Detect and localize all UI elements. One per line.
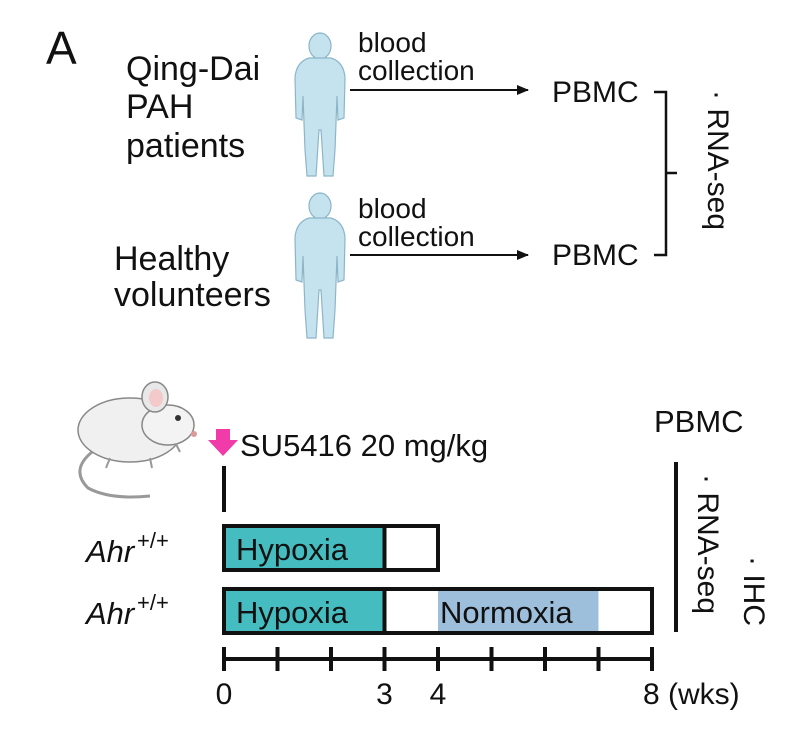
svg-text:Ahr: Ahr <box>84 596 136 631</box>
group-qingdai-label: Qing-Dai PAH patients <box>126 50 260 165</box>
rna-seq-label: · RNA-seq <box>701 90 734 230</box>
person-icon <box>294 32 346 177</box>
group1-line-1: Qing-Dai <box>126 50 260 88</box>
pbmc-label-2: PBMC <box>552 239 639 272</box>
tick-label: 3 <box>376 678 393 711</box>
group1-line-2: PAH <box>126 88 193 126</box>
injection-arrow-icon <box>208 429 238 456</box>
tick-label: 0 <box>216 678 233 711</box>
row2-hypoxia-segment <box>224 589 385 633</box>
mouse-pbmc-label: PBMC <box>654 404 744 439</box>
analysis-label-ihc: · IHC <box>737 556 770 626</box>
group2-line-2: volunteers <box>114 276 271 314</box>
pbmc-label-1: PBMC <box>552 76 639 109</box>
row1-frame <box>222 524 440 572</box>
row2-normoxia-segment <box>438 589 599 633</box>
row2-hypoxia-label: Hypoxia <box>236 595 349 630</box>
arrow2-label-line-1: blood <box>358 193 427 224</box>
row2-frame <box>222 587 654 635</box>
rna-seq-bracket <box>654 90 677 257</box>
svg-text:+/+: +/+ <box>137 528 169 553</box>
arrow1-label-line-1: blood <box>358 27 427 58</box>
genotype-label-row1: Ahr +/+ <box>84 528 169 569</box>
row1-timeline: Hypoxia <box>222 524 440 572</box>
tick-label-end: 8 (wks) <box>643 678 740 711</box>
group-healthy-label: Healthy volunteers <box>114 240 271 314</box>
arrow2-label-line-2: collection <box>358 221 475 252</box>
row2-timeline: Hypoxia Normoxia <box>222 587 654 635</box>
mouse-icon <box>77 381 197 499</box>
genotype-label-row2: Ahr +/+ <box>84 590 169 631</box>
svg-text:+/+: +/+ <box>137 590 169 615</box>
group1-line-3: patients <box>126 127 245 165</box>
weeks-axis: 0 3 4 8 (wks) <box>216 647 740 711</box>
svg-text:Ahr: Ahr <box>84 534 136 569</box>
person-icon <box>294 192 346 339</box>
treatment-label: SU5416 20 mg/kg <box>240 428 488 463</box>
row1-hypoxia-label: Hypoxia <box>236 532 349 567</box>
tick-label: 4 <box>430 678 447 711</box>
row2-normoxia-label: Normoxia <box>440 595 573 630</box>
arrow1-label-line-2: collection <box>358 55 475 86</box>
group2-line-1: Healthy <box>114 240 229 278</box>
row1-hypoxia-segment <box>224 526 385 570</box>
analysis-label-rna-seq: · RNA-seq <box>691 474 724 614</box>
panel-label: A <box>46 22 77 74</box>
